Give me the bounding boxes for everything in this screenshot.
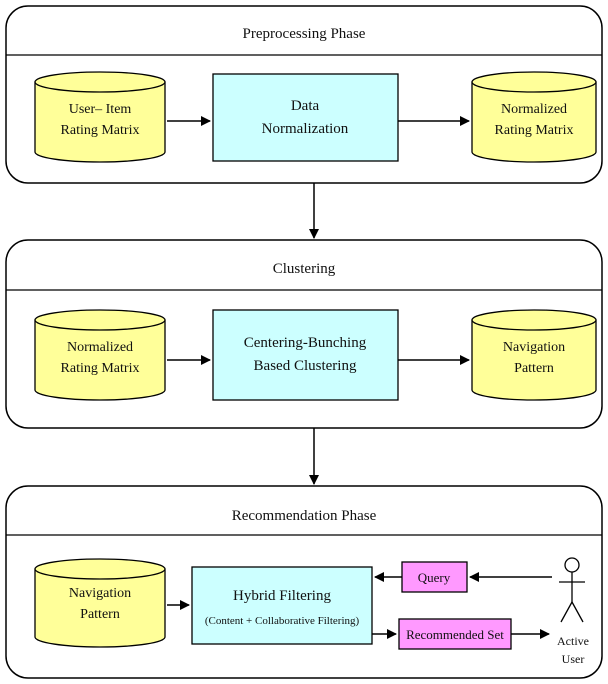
recommendation-recommended: Recommended Set — [406, 627, 504, 642]
user-item-rating-matrix-cylinder: User– Item Rating Matrix — [34, 71, 166, 163]
preprocessing-process-line2: Normalization — [262, 121, 349, 137]
clustering-input-line1: Normalized — [67, 340, 133, 355]
data-normalization-box: Data Normalization — [212, 73, 399, 162]
preprocessing-title: Preprocessing Phase — [243, 26, 366, 42]
recommendation-panel: Recommendation Phase Navigation Pattern … — [5, 485, 603, 679]
preprocessing-process-line1: Data — [291, 98, 320, 114]
preprocessing-input-line1: User– Item — [69, 102, 132, 117]
navigation-pattern-output-cylinder: Navigation Pattern — [471, 309, 597, 401]
preprocessing-input-line2: Rating Matrix — [61, 123, 140, 138]
recommendation-title: Recommendation Phase — [232, 508, 377, 524]
clustering-output-line1: Navigation — [503, 340, 565, 355]
clustering-output-line2: Pattern — [514, 361, 554, 376]
hybrid-filtering-box: Hybrid Filtering (Content + Collaborativ… — [191, 566, 373, 645]
recommendation-process-line2: (Content + Collaborative Filtering) — [205, 615, 360, 627]
clustering-title: Clustering — [273, 261, 336, 277]
active-user-actor: Active User — [557, 557, 589, 666]
recommendation-input-line1: Navigation — [69, 586, 131, 601]
recommendation-actor-line2: User — [562, 652, 585, 666]
preprocessing-output-line1: Normalized — [501, 102, 567, 117]
recommendation-process-line1: Hybrid Filtering — [233, 588, 331, 604]
recommendation-input-line2: Pattern — [80, 607, 120, 622]
recommendation-actor-line1: Active — [557, 634, 589, 648]
normalized-rating-matrix-cylinder: Normalized Rating Matrix — [471, 71, 597, 163]
recommended-set-box: Recommended Set — [398, 618, 512, 650]
clustering-panel: Clustering Normalized Rating Matrix Cent… — [5, 239, 603, 429]
preprocessing-panel: Preprocessing Phase User– Item Rating Ma… — [5, 5, 603, 184]
navigation-pattern-cylinder: Navigation Pattern — [34, 558, 166, 648]
clustering-process-line2: Based Clustering — [254, 358, 357, 374]
query-box: Query — [401, 561, 468, 593]
clustering-input-line2: Rating Matrix — [61, 361, 140, 376]
recommendation-query: Query — [418, 570, 451, 585]
clustering-process-line1: Centering-Bunching — [244, 335, 367, 351]
preprocessing-output-line2: Rating Matrix — [495, 123, 574, 138]
normalized-rating-matrix-input-cylinder: Normalized Rating Matrix — [34, 309, 166, 401]
centering-bunching-clustering-box: Centering-Bunching Based Clustering — [212, 309, 399, 401]
